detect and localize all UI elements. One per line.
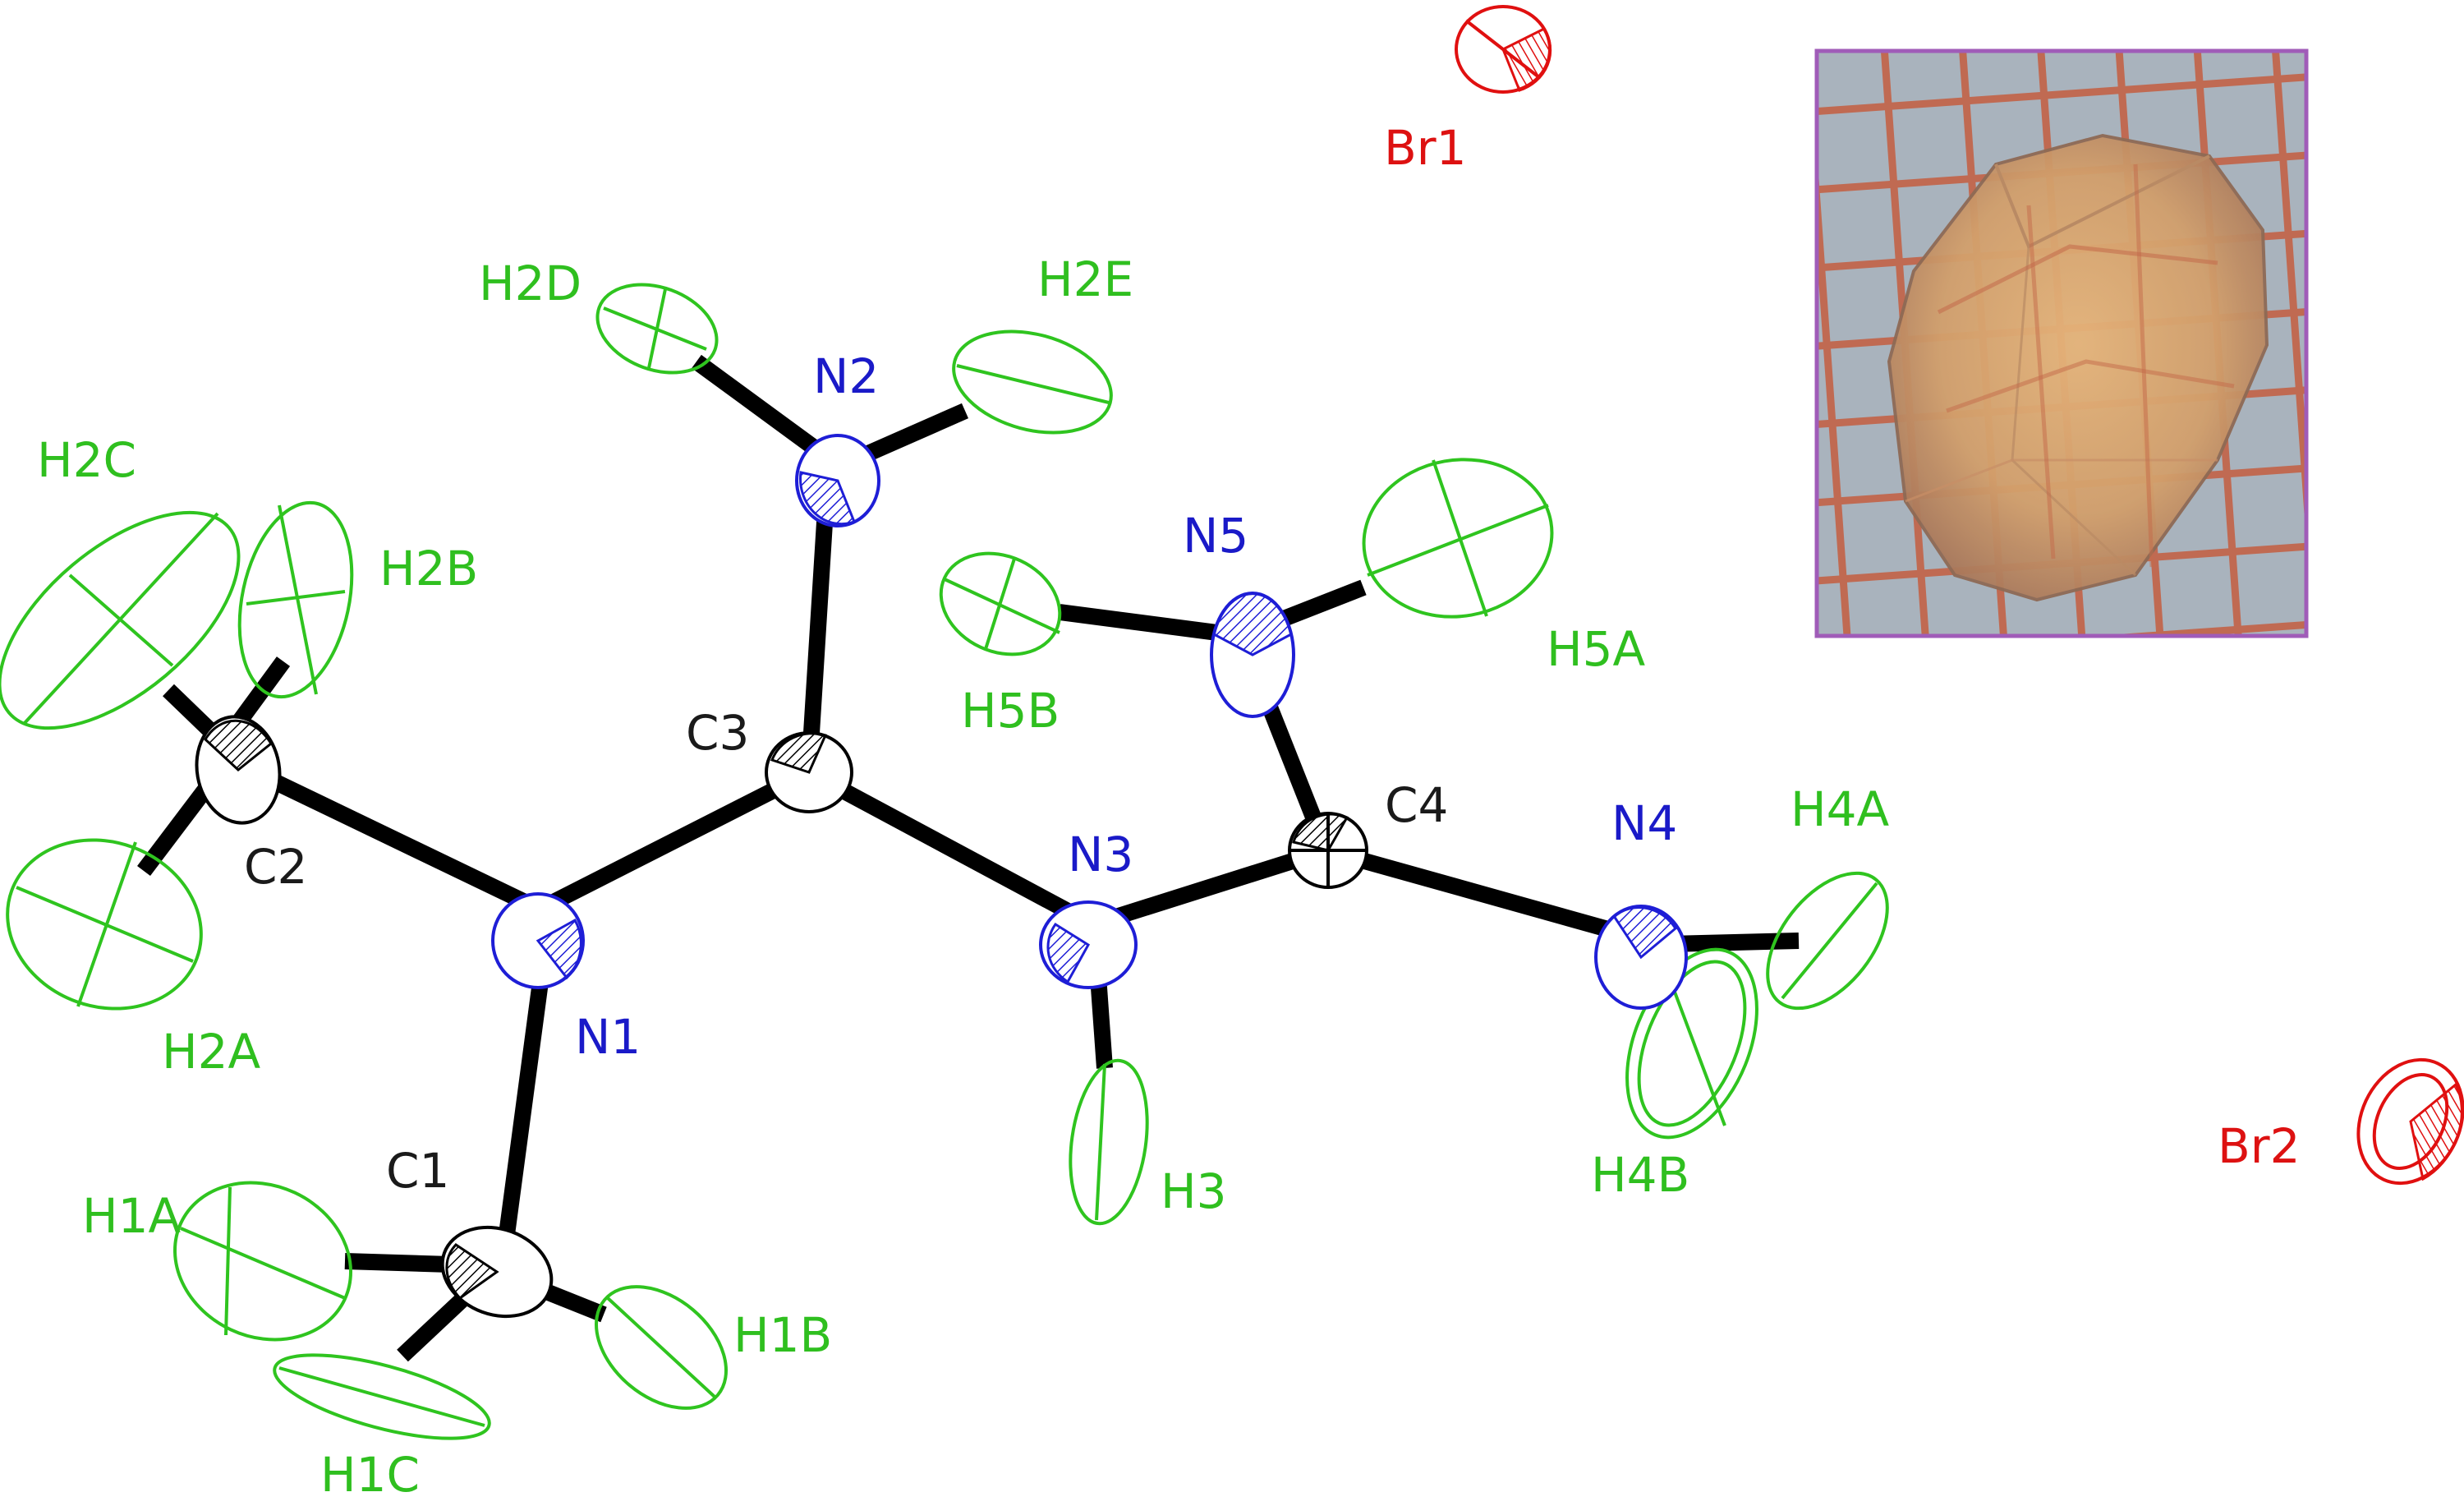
atom-h2d-ellipsoid [595, 283, 719, 375]
bonds [137, 354, 1800, 1362]
bond-c1-h1c [397, 1287, 474, 1362]
atom-n1-ellipsoid [491, 892, 585, 989]
label-h4a: H4A [1791, 781, 1890, 837]
atom-h1c-ellipsoid [273, 1353, 491, 1440]
label-h2a: H2A [162, 1024, 261, 1080]
bond-c3-n1 [538, 765, 813, 915]
atom-h4b-ellipsoid [1625, 947, 1758, 1140]
atom-h2b-ellipsoid [237, 500, 354, 699]
label-h2d: H2D [479, 256, 582, 311]
label-h5a: H5A [1547, 621, 1646, 677]
atom-n5-ellipsoid [1210, 592, 1295, 718]
bond-n2-h2e [858, 403, 969, 464]
atom-n2-ellipsoid [795, 434, 880, 527]
crystal-photo-inset [1814, 48, 2309, 638]
label-n3: N3 [1068, 827, 1133, 882]
atom-h5a-ellipsoid [1362, 458, 1554, 619]
label-c4: C4 [1385, 777, 1448, 833]
label-h4b: H4B [1591, 1147, 1689, 1203]
atom-h2e-ellipsoid [952, 329, 1113, 435]
crystal-image [1887, 133, 2269, 602]
atom-c3-ellipsoid [765, 731, 853, 813]
heavy-atoms [195, 5, 2464, 1319]
label-c3: C3 [686, 705, 749, 761]
label-h1b: H1B [733, 1307, 832, 1363]
bond-n3-c4 [1089, 842, 1330, 933]
bond-c3-n2 [801, 509, 834, 773]
label-h1a: H1A [82, 1188, 182, 1244]
label-h5b: H5B [961, 683, 1060, 739]
label-h2e: H2E [1037, 251, 1133, 307]
hydrogen-ellipsoids [0, 283, 1889, 1440]
atom-labels: C1 C2 C3 C4 N1 N2 N3 N4 N5 H1A H1B H1C H… [37, 120, 2301, 1503]
label-n1: N1 [575, 1009, 641, 1065]
atom-h2c-ellipsoid [0, 510, 241, 730]
label-br1: Br1 [1384, 120, 1467, 176]
atom-br2-ellipsoid [2356, 1057, 2464, 1186]
bond-c4-n4 [1324, 842, 1637, 945]
label-c1: C1 [386, 1143, 449, 1199]
atom-br1-ellipsoid [1455, 5, 1552, 94]
atom-n4-ellipsoid [1594, 905, 1688, 1010]
label-h3: H3 [1161, 1163, 1227, 1219]
atom-h4a-ellipsoid [1766, 871, 1889, 1011]
atom-n3-ellipsoid [1039, 900, 1138, 989]
atom-c1-ellipsoid [440, 1225, 554, 1319]
bond-c3-n3 [805, 765, 1096, 932]
bond-n2-h2d [692, 354, 830, 463]
bond-c2-n1 [234, 756, 546, 919]
bond-c2-h2b [231, 656, 291, 728]
label-h2b: H2B [379, 541, 478, 596]
atom-c4-ellipsoid [1288, 812, 1368, 889]
atom-h3-ellipsoid [1069, 1058, 1149, 1226]
bond-c2-h2c [163, 684, 221, 742]
label-br2: Br2 [2218, 1118, 2301, 1174]
label-n4: N4 [1611, 795, 1677, 851]
bond-c1-n1 [494, 968, 550, 1267]
label-h1c: H1C [320, 1447, 420, 1502]
label-n5: N5 [1183, 508, 1248, 564]
atom-h5b-ellipsoid [939, 551, 1062, 656]
label-n2: N2 [813, 348, 879, 404]
atom-h1a-ellipsoid [172, 1181, 353, 1342]
atom-h2a-ellipsoid [6, 838, 203, 1011]
label-c2: C2 [244, 839, 307, 895]
inset-frame [1814, 48, 2309, 638]
atom-h1b-ellipsoid [595, 1285, 728, 1410]
label-h2c: H2C [37, 432, 136, 488]
atom-c2-ellipsoid [195, 715, 282, 825]
